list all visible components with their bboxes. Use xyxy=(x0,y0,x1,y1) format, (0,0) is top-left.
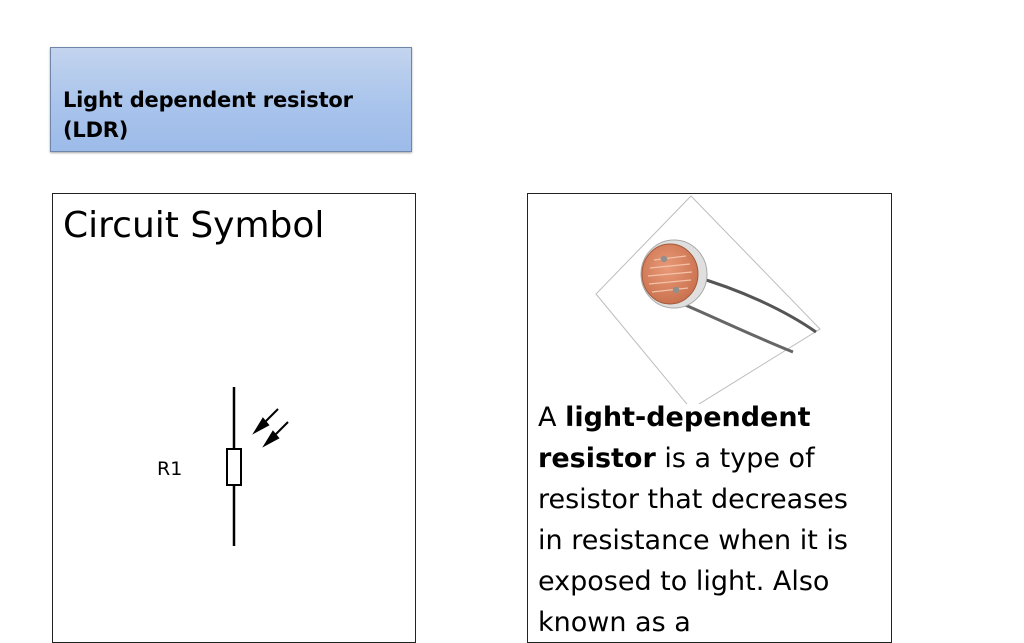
photo-frame xyxy=(595,195,821,404)
slide-title-line-1: Light dependent resistor xyxy=(63,88,353,112)
ldr-lead-2 xyxy=(675,299,794,354)
ldr-photo xyxy=(595,195,821,404)
description-prefix: A xyxy=(538,402,566,433)
description-bold-term-1: light-dependent xyxy=(565,402,811,433)
description-line-5: exposed to light. Also xyxy=(538,566,830,597)
description-bold-term-2: resistor xyxy=(538,443,656,474)
ldr-serpentine-track xyxy=(647,255,693,293)
resistor-body xyxy=(226,448,242,486)
description-line-6: known as a xyxy=(538,607,691,638)
description-line-4: in resistance when it is xyxy=(538,525,848,556)
ldr-circuit-symbol xyxy=(226,387,289,546)
ldr-contact-2 xyxy=(672,286,680,294)
circuit-symbol-heading: Circuit Symbol xyxy=(63,205,325,246)
ldr-lead-1 xyxy=(692,274,817,334)
slide-title-line-2: (LDR) xyxy=(63,118,129,142)
ldr-description: A light-dependent resistor is a type of … xyxy=(538,397,878,642)
slide-title-box: Light dependent resistor (LDR) xyxy=(50,47,412,152)
circuit-symbol-panel: Circuit Symbol R1 xyxy=(52,193,416,643)
description-line-2: is a type of xyxy=(655,443,815,474)
description-line-3: resistor that decreases xyxy=(538,484,848,515)
component-label: R1 xyxy=(157,458,183,480)
slide-title: Light dependent resistor (LDR) xyxy=(63,85,403,145)
ldr-photo-panel: A light-dependent resistor is a type of … xyxy=(527,193,892,643)
ldr-contact-1 xyxy=(660,255,668,263)
light-arrows-icon xyxy=(252,408,289,448)
